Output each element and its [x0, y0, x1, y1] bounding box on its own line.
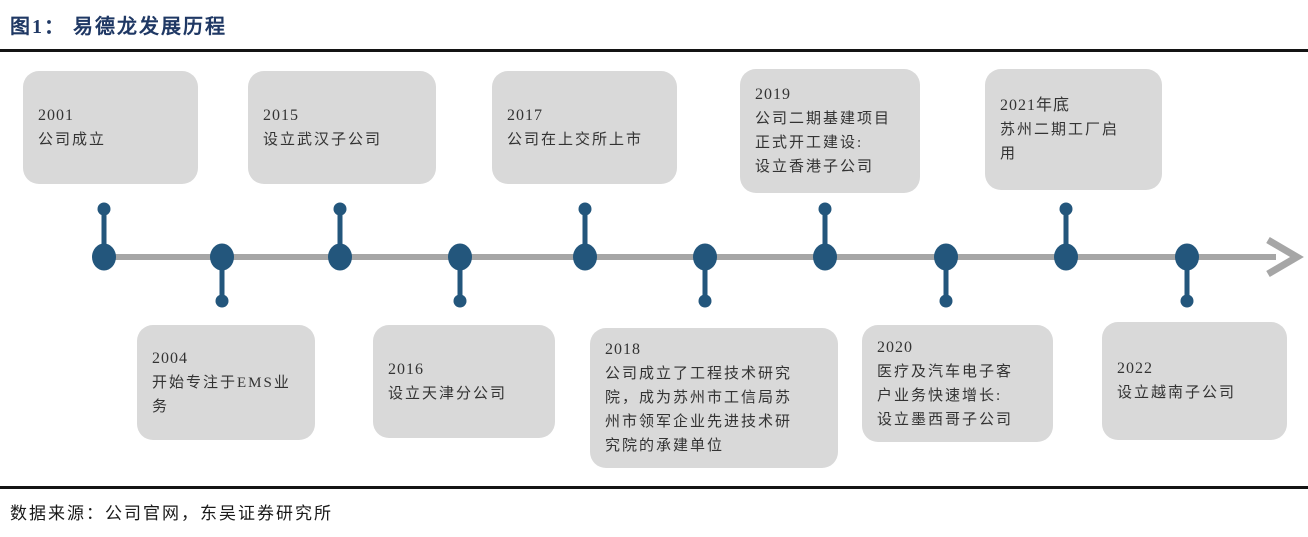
- milestone-desc: 设立天津分公司: [388, 385, 508, 402]
- milestone-year: 2004: [152, 349, 188, 367]
- timeline-node-2018: [693, 243, 717, 308]
- timeline-node-2019: [813, 202, 837, 271]
- milestone-box-2004: 2004 开始专注于EMS业 务: [137, 325, 315, 440]
- timeline-node-2001: [92, 202, 116, 271]
- milestone-desc: 公司二期基建项目 正式开工建设: 设立香港子公司: [755, 111, 892, 175]
- milestone-box-2022: 2022 设立越南子公司: [1102, 322, 1287, 440]
- milestone-box-2021: 2021年底 苏州二期工厂启 用: [985, 69, 1162, 190]
- milestone-desc: 开始专注于EMS业 务: [152, 374, 291, 415]
- milestone-desc: 设立武汉子公司: [263, 131, 383, 148]
- milestone-desc: 公司在上交所上市: [507, 131, 644, 148]
- milestone-year: 2016: [388, 360, 424, 378]
- milestone-box-2015: 2015 设立武汉子公司: [248, 71, 436, 184]
- milestone-desc: 公司成立: [38, 131, 107, 148]
- timeline-axis: [92, 202, 1304, 308]
- milestone-desc: 医疗及汽车电子客 户业务快速增长: 设立墨西哥子公司: [877, 363, 1014, 428]
- milestone-year: 2020: [877, 338, 913, 356]
- timeline-node-2020: [934, 243, 958, 308]
- timeline-node-2017: [573, 202, 597, 271]
- milestone-box-2001: 2001 公司成立: [23, 71, 198, 184]
- milestone-box-2020: 2020 医疗及汽车电子客 户业务快速增长: 设立墨西哥子公司: [862, 325, 1053, 442]
- timeline-node-2004: [210, 243, 234, 308]
- milestone-box-2019: 2019 公司二期基建项目 正式开工建设: 设立香港子公司: [740, 69, 920, 193]
- timeline-node-2022: [1175, 243, 1199, 308]
- milestone-desc: 设立越南子公司: [1117, 385, 1237, 401]
- milestone-year: 2001: [38, 106, 74, 124]
- milestone-year: 2018: [605, 341, 641, 358]
- milestone-desc: 公司成立了工程技术研究 院，成为苏州市工信局苏 州市领军企业先进技术研 究院的承…: [605, 366, 793, 454]
- milestone-year: 2019: [755, 86, 791, 103]
- milestone-box-2018: 2018 公司成立了工程技术研究 院，成为苏州市工信局苏 州市领军企业先进技术研…: [590, 328, 838, 468]
- milestone-year: 2021年底: [1000, 96, 1071, 114]
- milestone-year: 2022: [1117, 360, 1153, 377]
- timeline-arrow-icon: [1266, 236, 1304, 278]
- milestone-desc: 苏州二期工厂启 用: [1000, 121, 1120, 162]
- milestone-box-2016: 2016 设立天津分公司: [373, 325, 555, 438]
- top-rule: [0, 49, 1308, 52]
- bottom-rule: [0, 486, 1308, 489]
- timeline-node-2015: [328, 202, 352, 271]
- timeline-node-2016: [448, 243, 472, 308]
- milestone-year: 2015: [263, 106, 299, 124]
- figure-title: 图1： 易德龙发展历程: [10, 16, 227, 38]
- data-source: 数据来源：公司官网，东吴证券研究所: [10, 504, 333, 523]
- timeline-node-2021: [1054, 202, 1078, 271]
- milestone-year: 2017: [507, 106, 543, 124]
- milestone-box-2017: 2017 公司在上交所上市: [492, 71, 677, 184]
